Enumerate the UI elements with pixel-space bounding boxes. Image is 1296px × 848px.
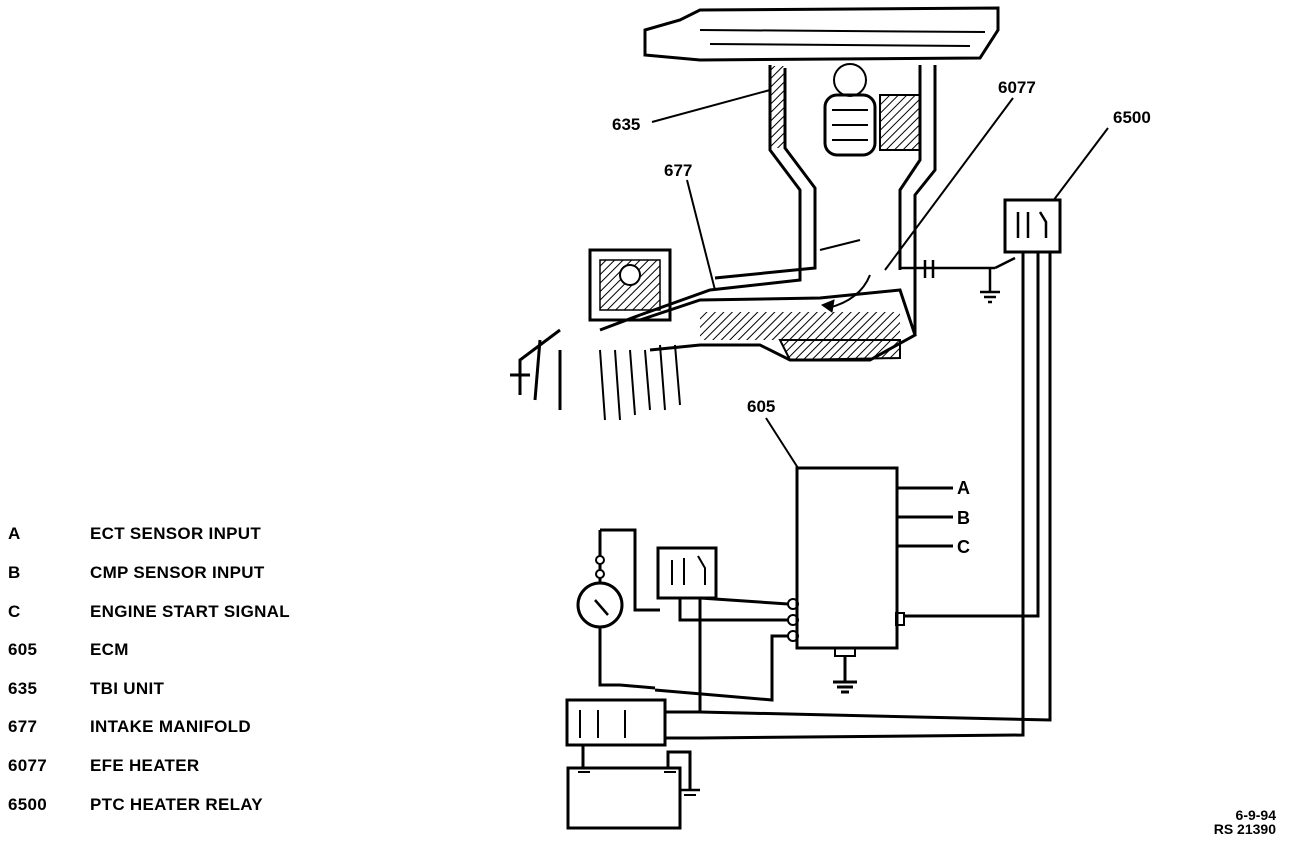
ptc-heater-relay — [1003, 198, 1062, 254]
ecm-box — [787, 466, 953, 694]
callout-efe: 6077 — [998, 78, 1036, 97]
callout-a: A — [957, 478, 970, 498]
legend-desc: CMP SENSOR INPUT — [90, 563, 265, 582]
callout-c: C — [957, 537, 970, 557]
efe-ground-wire — [900, 256, 1016, 304]
legend-desc: TBI UNIT — [90, 679, 165, 698]
legend-key: C — [8, 602, 21, 621]
legend-desc: ECM — [90, 640, 129, 659]
legend-key: 677 — [8, 717, 38, 736]
callout-b: B — [957, 508, 970, 528]
figure-date: 6-9-94 — [1235, 807, 1276, 823]
callout-manifold: 677 — [664, 161, 692, 180]
legend-key: 6500 — [8, 795, 48, 814]
legend-desc: ENGINE START SIGNAL — [90, 602, 290, 621]
legend-key: 6077 — [8, 756, 48, 775]
legend-key: B — [8, 563, 21, 582]
start-relay — [656, 546, 718, 600]
legend-desc: INTAKE MANIFOLD — [90, 717, 251, 736]
callout-ecm: 605 — [747, 397, 775, 416]
legend-key: A — [8, 524, 21, 543]
tbi-unit-drawing — [510, 6, 1000, 421]
legend-desc: EFE HEATER — [90, 756, 200, 775]
gauge — [576, 555, 624, 629]
legend-key: 635 — [8, 679, 38, 698]
legend-desc: ECT SENSOR INPUT — [90, 524, 262, 543]
figure-reference: 6-9-94 RS 21390 — [1214, 808, 1276, 836]
legend-key: 605 — [8, 640, 38, 659]
callout-relay: 6500 — [1113, 108, 1151, 127]
figure-ref-number: RS 21390 — [1213, 821, 1276, 837]
legend-desc: PTC HEATER RELAY — [90, 795, 263, 814]
callout-tbi: 635 — [612, 115, 640, 134]
callout-leaders — [651, 89, 1109, 469]
wiring-harness — [565, 252, 1052, 830]
